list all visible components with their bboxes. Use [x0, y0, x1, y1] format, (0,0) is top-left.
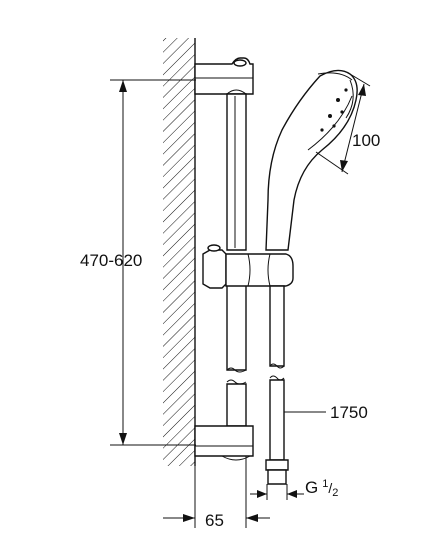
top-bracket [194, 57, 254, 95]
thread-denominator: 2 [332, 487, 339, 499]
thread-prefix: G [305, 478, 319, 497]
head-diameter-dimension [315, 73, 371, 175]
height-dimension [110, 79, 196, 446]
slide-bar-holder [202, 244, 294, 289]
wall-offset-dimension [163, 456, 270, 528]
thread-numerator: 1 [322, 478, 329, 490]
thread-dimension [250, 484, 304, 500]
wall [163, 38, 196, 466]
hand-shower [265, 69, 358, 251]
bottom-bracket [194, 425, 254, 461]
thread-slash: / [328, 480, 333, 496]
hose [265, 285, 289, 485]
head-diameter-label: 100 [352, 131, 381, 150]
height-range-label: 470-620 [80, 251, 143, 270]
hose-length-label: 1750 [330, 403, 368, 422]
wall-offset-label: 65 [205, 511, 224, 530]
